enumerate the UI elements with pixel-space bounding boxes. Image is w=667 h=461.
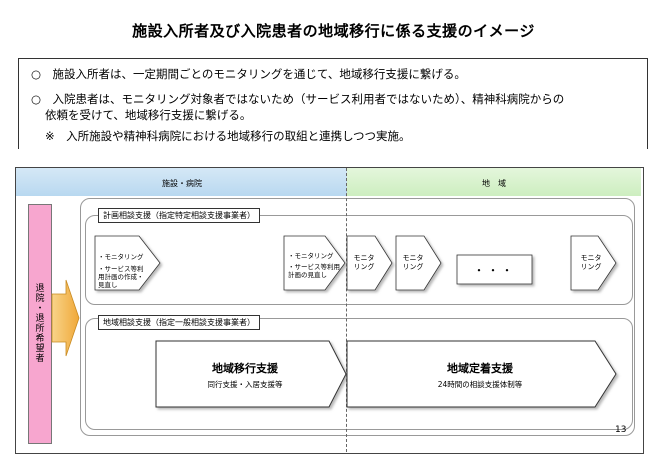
applicant-label: 退院・退所希望者 (33, 283, 44, 363)
ellipsis-box (456, 254, 533, 285)
header-facility-label: 施設・病院 (162, 179, 202, 188)
planning-arrow-1-text: ・モニタリング ・サービス等利 用計画の作成・ 見直し (98, 253, 144, 289)
monitoring-3-line-1: モニタ (580, 254, 602, 262)
monitoring-3-line-2: リング (580, 263, 602, 271)
transition-subtitle: 同行支援・入居支援等 (207, 380, 283, 389)
arrow-2-line-3: 計画の見直し (288, 271, 327, 279)
monitoring-1-text: モニタ リング (349, 254, 379, 272)
monitoring-1-line-2: リング (353, 263, 375, 271)
support-area (80, 198, 635, 436)
arrow-1-line-4: 見直し (98, 281, 118, 289)
settlement-subtitle: 24時間の相談支援体制等 (437, 380, 523, 389)
monitoring-arrow-1 (346, 235, 393, 291)
page-title: 施設入所者及び入院患者の地域移行に係る支援のイメージ (132, 22, 535, 40)
settlement-text: 地域定着支援 24時間の相談支援体制等 (375, 360, 585, 390)
settlement-arrow (346, 340, 617, 408)
transition-text: 地域移行支援 同行支援・入居支援等 (160, 360, 330, 390)
planning-support-label: 計画相談支援（指定特定相談支援事業者） (98, 208, 260, 223)
notes-box: ○ 施設入所者は、一定期間ごとのモニタリングを通じて、地域移行支援に繋げる。 ○… (18, 58, 648, 149)
monitoring-3-text: モニタ リング (576, 254, 606, 272)
ellipsis-text: ・・・ (473, 264, 516, 277)
page-number: 13 (615, 425, 627, 435)
arrow-1-line-1: ・モニタリング (98, 253, 144, 261)
header-band-facility (16, 168, 347, 196)
note-1: ○ 施設入所者は、一定期間ごとのモニタリングを通じて、地域移行支援に繋げる。 (31, 67, 466, 81)
arrow-2-line-2: ・サービス等利用 (288, 263, 340, 271)
monitoring-arrow-3 (570, 235, 617, 291)
planning-arrow-1 (94, 235, 161, 291)
planning-support-box (85, 215, 633, 305)
arrow-1-line-2: ・サービス等利 (98, 265, 144, 273)
community-support-box (85, 318, 633, 430)
settlement-title: 地域定着支援 (447, 362, 513, 375)
applicant-box (28, 204, 52, 444)
planning-arrow-2 (283, 235, 346, 291)
monitoring-2-text: モニタ リング (398, 254, 428, 272)
arrow-1-line-3: 用計画の作成・ (98, 273, 144, 281)
arrow-2-line-1: ・モニタリング (288, 252, 334, 260)
note-2: ○ 入院患者は、モニタリング対象者ではないため（サービス利用者ではないため）、精… (31, 92, 565, 106)
entry-arrow (51, 279, 80, 357)
monitoring-2-line-2: リング (402, 263, 424, 271)
monitoring-2-line-1: モニタ (402, 254, 424, 262)
note-3: ※ 入所施設や精神科病院における地域移行の取組と連携しつつ実施。 (45, 129, 411, 143)
boundary-divider (346, 168, 347, 452)
monitoring-1-line-1: モニタ (353, 254, 375, 262)
planning-arrow-2-text: ・モニタリング ・サービス等利用 計画の見直し (288, 252, 340, 279)
note-2-cont: 依頼を受けて、地域移行支援に繋げる。 (45, 108, 252, 122)
transition-arrow (155, 340, 347, 408)
transition-title: 地域移行支援 (212, 362, 278, 375)
monitoring-arrow-2 (395, 235, 442, 291)
header-band-community (347, 168, 641, 196)
community-support-label: 地域相談支援（指定一般相談支援事業者） (98, 315, 260, 330)
header-community-label: 地 域 (482, 179, 506, 188)
